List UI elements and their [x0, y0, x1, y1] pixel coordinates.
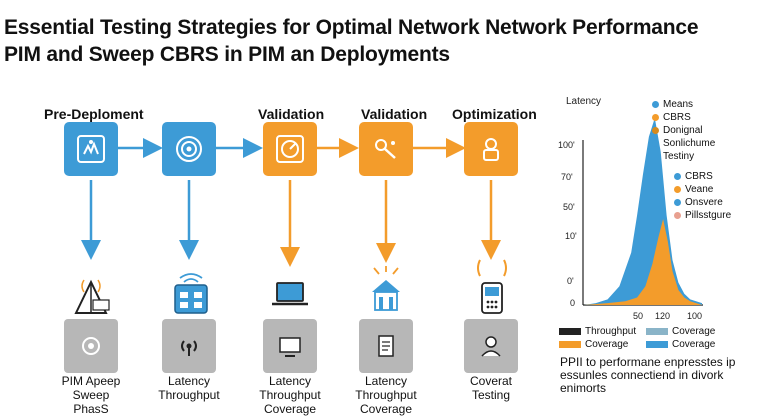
- key-wrench-icon: [375, 139, 396, 159]
- x-tick-1: 50: [633, 311, 644, 321]
- stage-box-validation-1: [263, 122, 317, 176]
- legend-bottom-left: Throughput Coverage: [559, 325, 636, 351]
- router-signal-icon: [174, 273, 208, 314]
- y-tick-3: 50': [563, 202, 575, 212]
- y-tick-1: 100': [558, 140, 575, 150]
- legend-dot: [674, 212, 681, 219]
- radar-rings-icon: [276, 135, 304, 163]
- legend-swatch: [559, 341, 581, 348]
- x-tick-2: 120: [655, 311, 671, 321]
- legend-dot: [674, 173, 681, 180]
- area-series-2: [584, 219, 702, 305]
- legend-dot: [652, 114, 659, 121]
- legend-bottom-right: Coverage Coverage: [646, 325, 715, 351]
- y-tick-5: 0': [567, 276, 574, 286]
- legend-item: CBRS: [652, 111, 715, 124]
- y-tick-4: 10': [565, 231, 577, 241]
- stage-label-validation-1: Validation: [258, 106, 325, 122]
- signal-waves-icon: [181, 340, 197, 356]
- antenna-tower-icon: [74, 279, 110, 314]
- step-caption-1: PIM Apeep Sweep PhasS: [61, 374, 121, 416]
- building-signal-icon: [372, 266, 400, 311]
- step-caption-3: Latency Throughput Coverage: [259, 374, 321, 416]
- stage-label-validation-2: Validation: [361, 106, 428, 122]
- area-series-1: [584, 118, 702, 305]
- stage-label-optimization: Optimization: [452, 106, 537, 122]
- chart-note: PPII to performane enpresstes ip essunle…: [560, 355, 736, 395]
- y-tick-2: 70': [561, 172, 573, 182]
- stage-box-2: [162, 122, 216, 176]
- laptop-icon: [272, 282, 308, 306]
- person-lock-icon: [483, 138, 499, 161]
- legend-dot: [674, 199, 681, 206]
- legend-item: Coverage: [646, 338, 715, 351]
- legend-mid: CBRS Veane Onsvere Pillsstgure: [674, 170, 731, 222]
- stage-box-validation-2: [359, 122, 413, 176]
- legend-item: Coverage: [646, 325, 715, 338]
- step-box-latency-3: [359, 319, 413, 373]
- handheld-tester-icon: [477, 259, 507, 314]
- document-icon: [378, 335, 394, 357]
- badge-gear-icon: [82, 337, 100, 355]
- stage-label-pre-deployment: Pre-Deploment: [44, 106, 144, 122]
- step-box-latency-1: [162, 319, 216, 373]
- step-caption-4: Latency Throughput Coverage: [355, 374, 417, 416]
- target-rings-icon: [176, 136, 202, 162]
- step-box-latency-2: [263, 319, 317, 373]
- y-tick-6: 0: [570, 298, 576, 308]
- legend-item: Means: [652, 98, 715, 111]
- legend-item: Coverage: [559, 338, 636, 351]
- legend-top: Means CBRS Donignal Sonlichume Testiny: [652, 98, 715, 163]
- chart-title: Latency: [566, 96, 602, 107]
- stage-box-pre-deployment: [64, 122, 118, 176]
- step-box-coverage-testing: [464, 319, 518, 373]
- legend-dot: [674, 186, 681, 193]
- legend-item: Onsvere: [674, 196, 731, 209]
- legend-item: Sonlichume: [652, 137, 715, 150]
- legend-item: Testiny: [663, 151, 695, 162]
- legend-item: CBRS: [674, 170, 731, 183]
- network-flower-icon: [77, 135, 105, 163]
- step-caption-5: Coverat Testing: [469, 374, 513, 402]
- monitor-icon: [279, 337, 301, 357]
- title-line-2: PIM and Sweep CBRS in PIM an Deployments: [4, 43, 450, 66]
- legend-dot: [652, 127, 659, 134]
- legend-dot: [652, 140, 659, 147]
- legend-item: Veane: [674, 183, 731, 196]
- step-box-pim-sweep: [64, 319, 118, 373]
- title-line-1: Essential Testing Strategies for Optimal…: [4, 16, 699, 39]
- legend-swatch: [646, 328, 668, 335]
- user-icon: [481, 336, 501, 357]
- legend-dot: [652, 101, 659, 108]
- page-title: Essential Testing Strategies for Optimal…: [4, 14, 704, 68]
- x-tick-3: 100: [687, 311, 703, 321]
- step-caption-2: Latency Throughput: [158, 374, 220, 402]
- legend-swatch: [559, 328, 581, 335]
- legend-item: Donignal: [652, 124, 715, 137]
- legend-item: Pillsstgure: [674, 209, 731, 222]
- legend-item: Throughput: [559, 325, 636, 338]
- stage-box-optimization: [464, 122, 518, 176]
- legend-swatch: [646, 341, 668, 348]
